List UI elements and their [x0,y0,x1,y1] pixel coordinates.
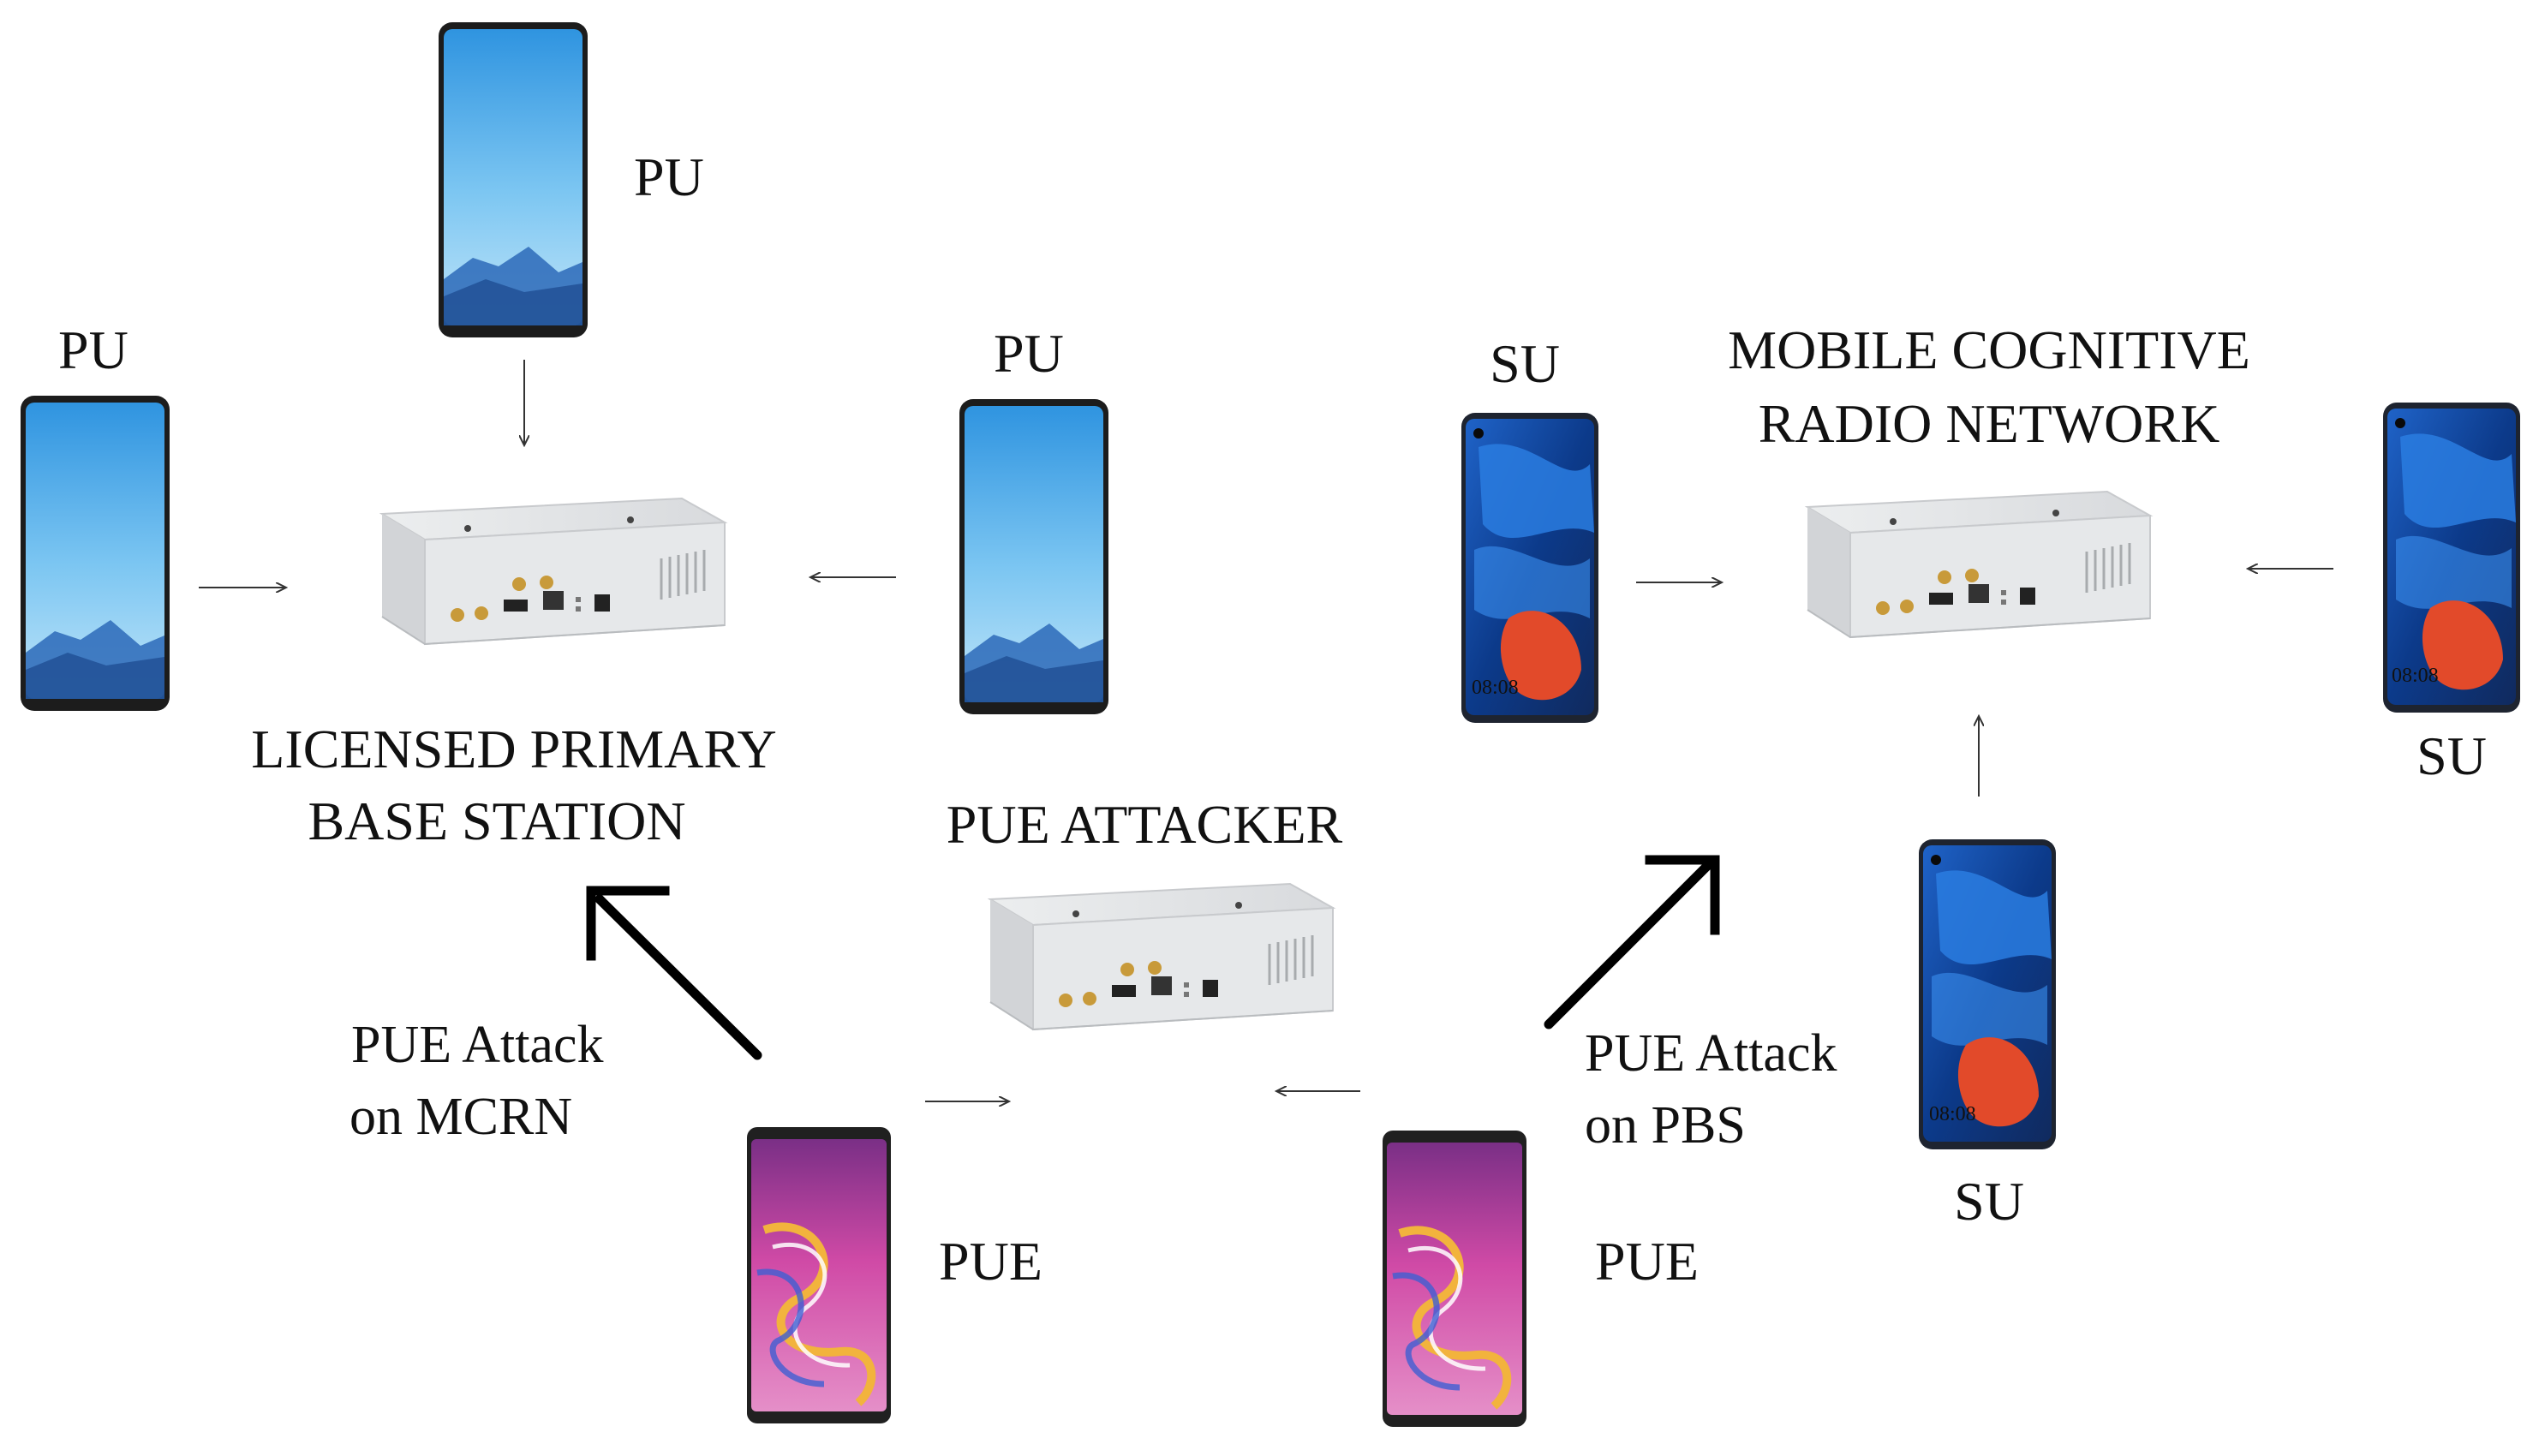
mcrn-base-station-device [1806,490,2152,639]
su-right-time: 08:08 [2392,665,2439,687]
base-station-title-line1: LICENSED PRIMARY [251,719,776,779]
pue-label-left: PUE [939,1231,1042,1292]
pue-phone-right [1383,1131,1526,1427]
attack-arrow-to-mcrn [1544,855,1720,1029]
su-label-bottom: SU [1954,1171,2024,1232]
pu-phone-left [21,396,170,711]
attacker-title: PUE ATTACKER [947,794,1343,855]
su-bottom-time: 08:08 [1929,1103,1976,1125]
attack-right-line1: PUE Attack [1585,1024,1837,1083]
pue-attacker-device [989,882,1335,1031]
attack-left-line2: on MCRN [349,1088,572,1146]
attack-arrow-to-pbs [586,886,762,1060]
pu-label-top: PU [634,146,704,207]
network-title-line1: MOBILE COGNITIVE [1728,319,2250,380]
pu-label-right: PU [994,323,1064,384]
pu-phone-top [439,22,588,337]
su-label-left: SU [1490,333,1560,394]
su-label-right: SU [2417,725,2487,786]
primary-base-station-device [380,497,726,646]
base-station-title-line2: BASE STATION [308,791,685,851]
attack-left-line1: PUE Attack [351,1016,603,1074]
pu-label-left: PU [58,319,128,380]
pu-phone-right [959,399,1108,714]
pue-label-right: PUE [1595,1231,1699,1292]
network-title-line2: RADIO NETWORK [1759,393,2220,454]
pue-phone-left [747,1127,891,1423]
attack-right-line2: on PBS [1585,1096,1746,1155]
su-left-time: 08:08 [1472,677,1519,699]
